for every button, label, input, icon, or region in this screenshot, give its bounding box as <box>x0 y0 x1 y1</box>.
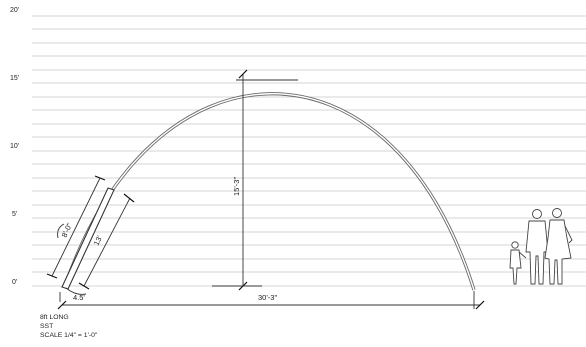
note-scale: SCALE 1/4" = 1'-0" <box>40 332 98 339</box>
level-labels: 20' 15' 10' 5' 0' <box>10 7 19 286</box>
level-label-20: 20' <box>10 7 19 14</box>
drawing-notes: 8ft LONG SST SCALE 1/4" = 1'-0" <box>40 314 98 339</box>
segment-label: 13' <box>92 234 105 247</box>
offset-dimension: 4.5' <box>59 287 87 302</box>
width-label: 30'-3" <box>258 293 277 302</box>
child-figure <box>509 241 527 285</box>
pipe-length-label: 8'-0" <box>60 221 75 239</box>
offset-label: 4.5' <box>73 293 85 302</box>
height-dimension: 15'-3" <box>212 69 298 291</box>
arch-tube <box>63 92 476 291</box>
level-label-5: 5' <box>12 211 17 218</box>
level-label-15: 15' <box>10 75 19 82</box>
width-dimension: 30'-3" <box>57 291 485 310</box>
adult-figure-left <box>525 209 549 285</box>
level-label-10: 10' <box>10 143 19 150</box>
note-length: 8ft LONG <box>40 314 69 321</box>
grid-lines <box>32 15 586 287</box>
note-material: SST <box>40 323 53 330</box>
adult-figure-right <box>544 208 573 285</box>
height-label: 15'-3" <box>232 177 241 196</box>
people-figures <box>509 208 573 285</box>
level-label-0: 0' <box>12 279 17 286</box>
segment-dimension: 13' <box>78 193 135 290</box>
